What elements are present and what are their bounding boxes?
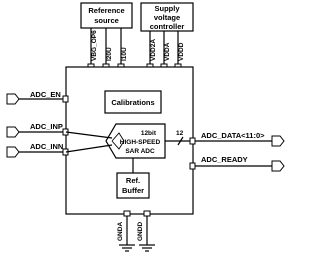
reference-source-label-2: source xyxy=(94,16,119,25)
calibrations-label: Calibrations xyxy=(111,98,154,107)
output-adc-ready: ADC_READY xyxy=(189,155,285,172)
input-adc-inp: ADC_INP xyxy=(6,122,113,139)
sar-adc-label-3: SAR ADC xyxy=(125,148,155,155)
sar-adc-label-2: HIGH-SPEED xyxy=(120,139,161,146)
pin-i10u: I10U xyxy=(121,47,128,61)
adc-en-label: ADC_EN xyxy=(30,90,61,99)
adc-ready-label: ADC_READY xyxy=(201,155,248,164)
gndd-label: GNDD xyxy=(137,222,144,241)
ground-gndd: GNDD xyxy=(137,210,155,252)
pin-vddd: VDDD xyxy=(178,42,185,61)
supply-controller-label-1: Supply xyxy=(154,4,180,13)
adc-inn-label: ADC_INN xyxy=(30,142,63,151)
pin-vdd2a: VDD2A xyxy=(150,39,157,61)
pin-i20u: I20U xyxy=(106,47,113,61)
supply-controller-label-2: voltage xyxy=(154,13,180,22)
input-adc-en: ADC_EN xyxy=(6,90,69,105)
adc-data-label: ADC_DATA<11:0> xyxy=(201,131,265,140)
pin-vbg-op6: VBG_OP6 xyxy=(91,30,98,61)
calibrations-box: Calibrations xyxy=(104,90,162,114)
supply-controller-box: Supply voltage controller xyxy=(140,2,194,32)
gnda-label: GNDA xyxy=(117,222,124,241)
input-adc-inn: ADC_INN xyxy=(6,142,113,158)
sar-adc-label-1: 12bit xyxy=(141,130,157,137)
ref-buffer-box: Ref. Buffer xyxy=(116,172,150,199)
ref-buffer-label-2: Buffer xyxy=(122,186,144,195)
ref-buffer-label-1: Ref. xyxy=(126,176,140,185)
ground-gnda: GNDA xyxy=(117,210,135,252)
reference-source-box: Reference source xyxy=(80,2,133,29)
sar-adc-block: 12bit HIGH-SPEED SAR ADC xyxy=(105,123,166,159)
bus-width-label: 12 xyxy=(176,130,184,137)
pin-vdda: VDDA xyxy=(164,42,171,61)
supply-controller-label-3: controller xyxy=(150,22,185,31)
block-diagram: Reference source Supply voltage controll… xyxy=(6,2,285,252)
adc-inp-label: ADC_INP xyxy=(30,122,63,131)
reference-source-label-1: Reference xyxy=(88,6,124,15)
output-adc-data: 12 ADC_DATA<11:0> xyxy=(165,130,285,147)
